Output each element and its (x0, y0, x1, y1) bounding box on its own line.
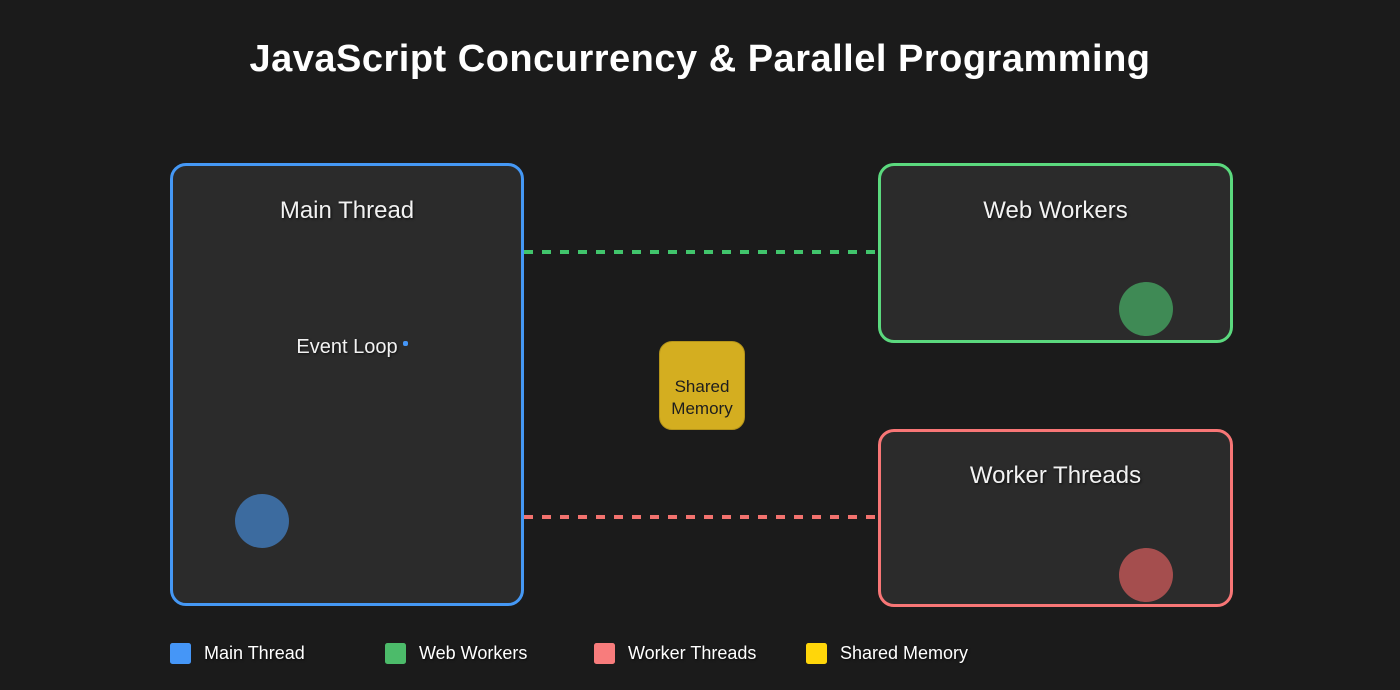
legend-item-web-workers: Web Workers (385, 641, 527, 665)
legend-swatch-shared-memory (806, 642, 827, 664)
worker-threads-circle (1119, 548, 1173, 602)
event-loop-label: Event Loop (296, 336, 398, 358)
legend-swatch-worker-threads (594, 642, 615, 664)
node-shared-memory: Shared Memory (659, 341, 745, 430)
worker-threads-title: Worker Threads (969, 462, 1142, 489)
legend-item-shared-memory: Shared Memory (806, 641, 968, 665)
web-workers-title: Web Workers (983, 197, 1128, 224)
event-loop-marker-dot (403, 341, 408, 346)
node-main-thread: Main Thread Event Loop (170, 163, 524, 606)
node-web-workers: Web Workers (878, 163, 1233, 343)
legend-label-worker-threads: Worker Threads (628, 642, 757, 663)
main-thread-title: Main Thread (279, 197, 415, 224)
diagram-title: JavaScript Concurrency & Parallel Progra… (249, 38, 1151, 80)
legend-swatch-main-thread (170, 642, 191, 664)
legend-item-main-thread: Main Thread (170, 641, 305, 665)
legend-item-worker-threads: Worker Threads (594, 641, 756, 665)
node-worker-threads: Worker Threads (878, 429, 1233, 607)
legend-label-shared-memory: Shared Memory (840, 642, 969, 663)
connector-main-to-worker-threads (524, 515, 878, 519)
legend-label-main-thread: Main Thread (204, 642, 305, 663)
legend-label-web-workers: Web Workers (419, 642, 528, 663)
shared-memory-label: Shared Memory (671, 377, 733, 418)
web-workers-circle (1119, 282, 1173, 336)
legend-swatch-web-workers (385, 642, 406, 664)
connector-main-to-web-workers (524, 250, 878, 254)
main-thread-circle (235, 494, 289, 548)
